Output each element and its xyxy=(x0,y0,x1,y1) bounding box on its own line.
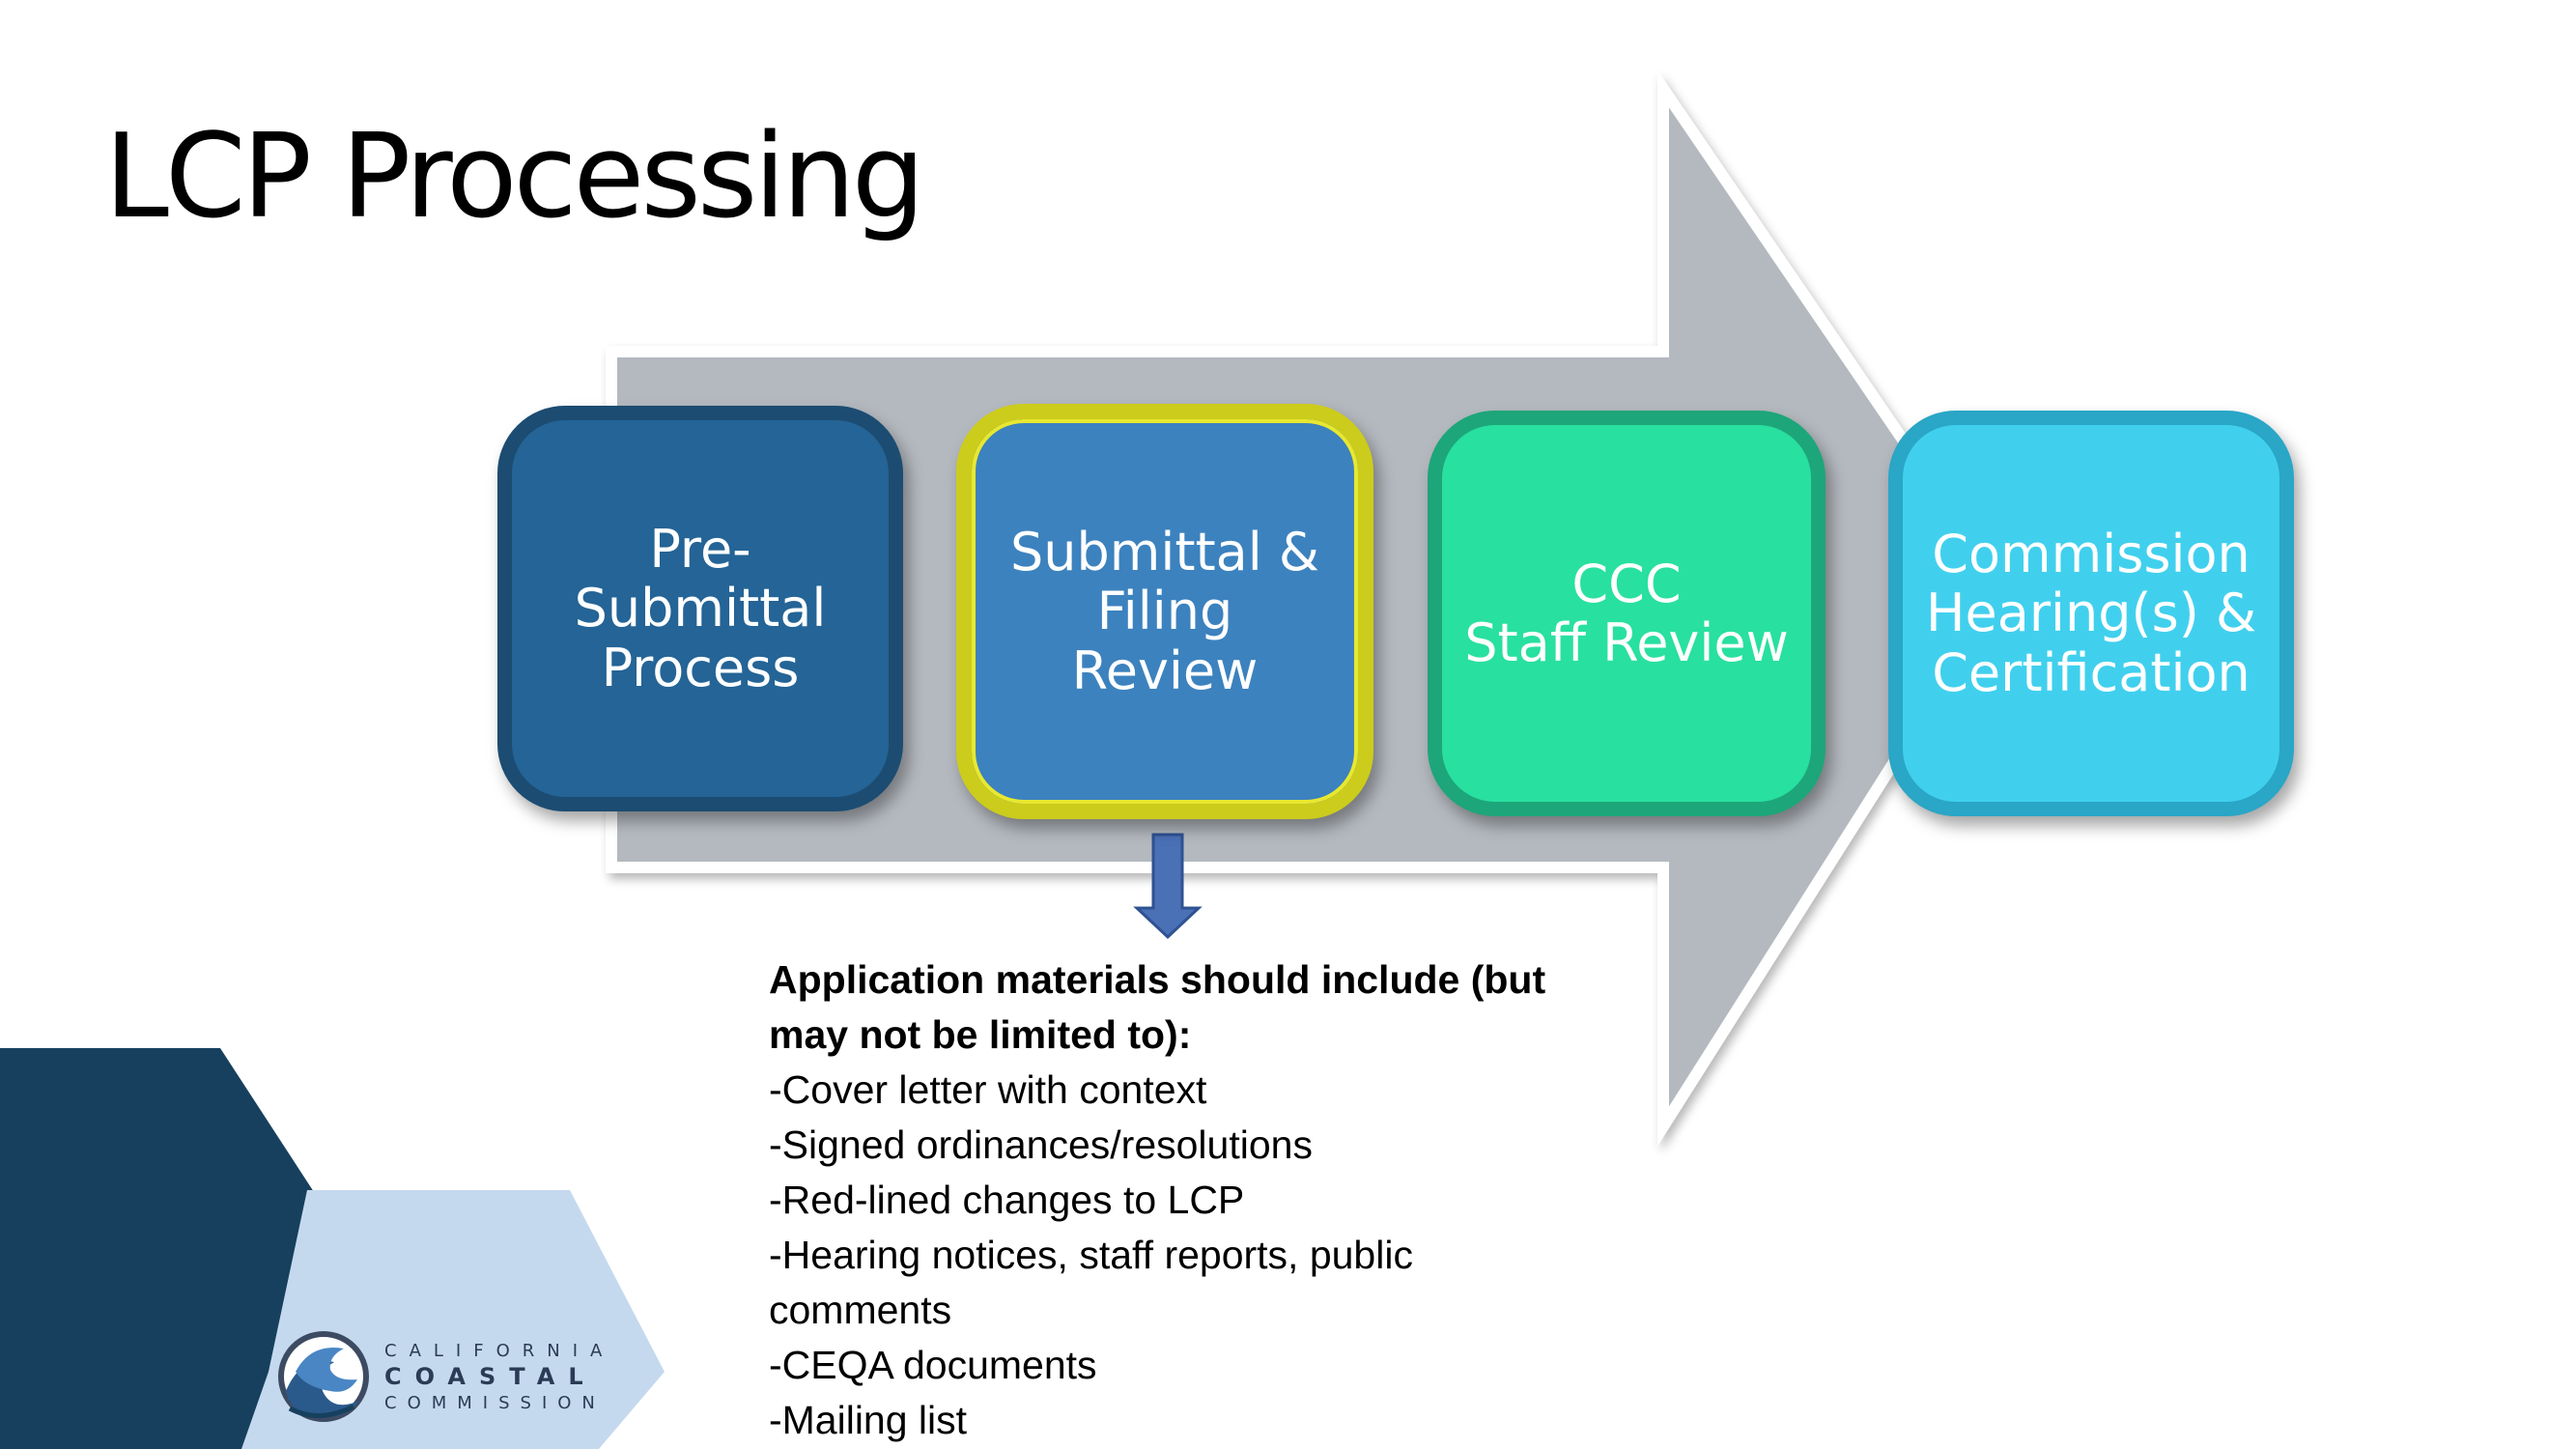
step-commission-hearing: Commission Hearing(s) & Certification xyxy=(1888,411,2294,816)
notes-item: -Hearing notices, staff reports, public … xyxy=(769,1233,1413,1332)
step-label: Submittal & Filing Review xyxy=(1009,522,1320,701)
application-materials-notes: Application materials should include (bu… xyxy=(769,952,1599,1448)
notes-item: -CEQA documents xyxy=(769,1343,1097,1387)
notes-heading: Application materials should include (bu… xyxy=(769,957,1546,1057)
notes-item: -Mailing list xyxy=(769,1398,968,1442)
logo-text-coastal: COASTAL xyxy=(384,1363,597,1390)
step-label: Pre- Submittal Process xyxy=(574,519,827,698)
step-pre-submittal: Pre- Submittal Process xyxy=(497,406,903,811)
down-arrow-icon xyxy=(1133,833,1203,940)
step-label: Commission Hearing(s) & Certification xyxy=(1925,524,2257,703)
coastal-commission-logo-emblem xyxy=(278,1331,369,1422)
logo-text-commission: COMMISSION xyxy=(384,1393,606,1413)
step-staff-review: CCC Staff Review xyxy=(1428,411,1826,816)
notes-item: -Signed ordinances/resolutions xyxy=(769,1122,1313,1167)
logo-text-california: CALIFORNIA xyxy=(384,1341,615,1361)
notes-item: -Cover letter with context xyxy=(769,1067,1207,1112)
slide-title: LCP Processing xyxy=(104,110,925,244)
step-submittal-filing-review: Submittal & Filing Review xyxy=(956,404,1373,819)
step-label: CCC Staff Review xyxy=(1464,553,1789,673)
notes-item: -Red-lined changes to LCP xyxy=(769,1178,1245,1222)
navy-corner-shape xyxy=(0,1048,355,1449)
